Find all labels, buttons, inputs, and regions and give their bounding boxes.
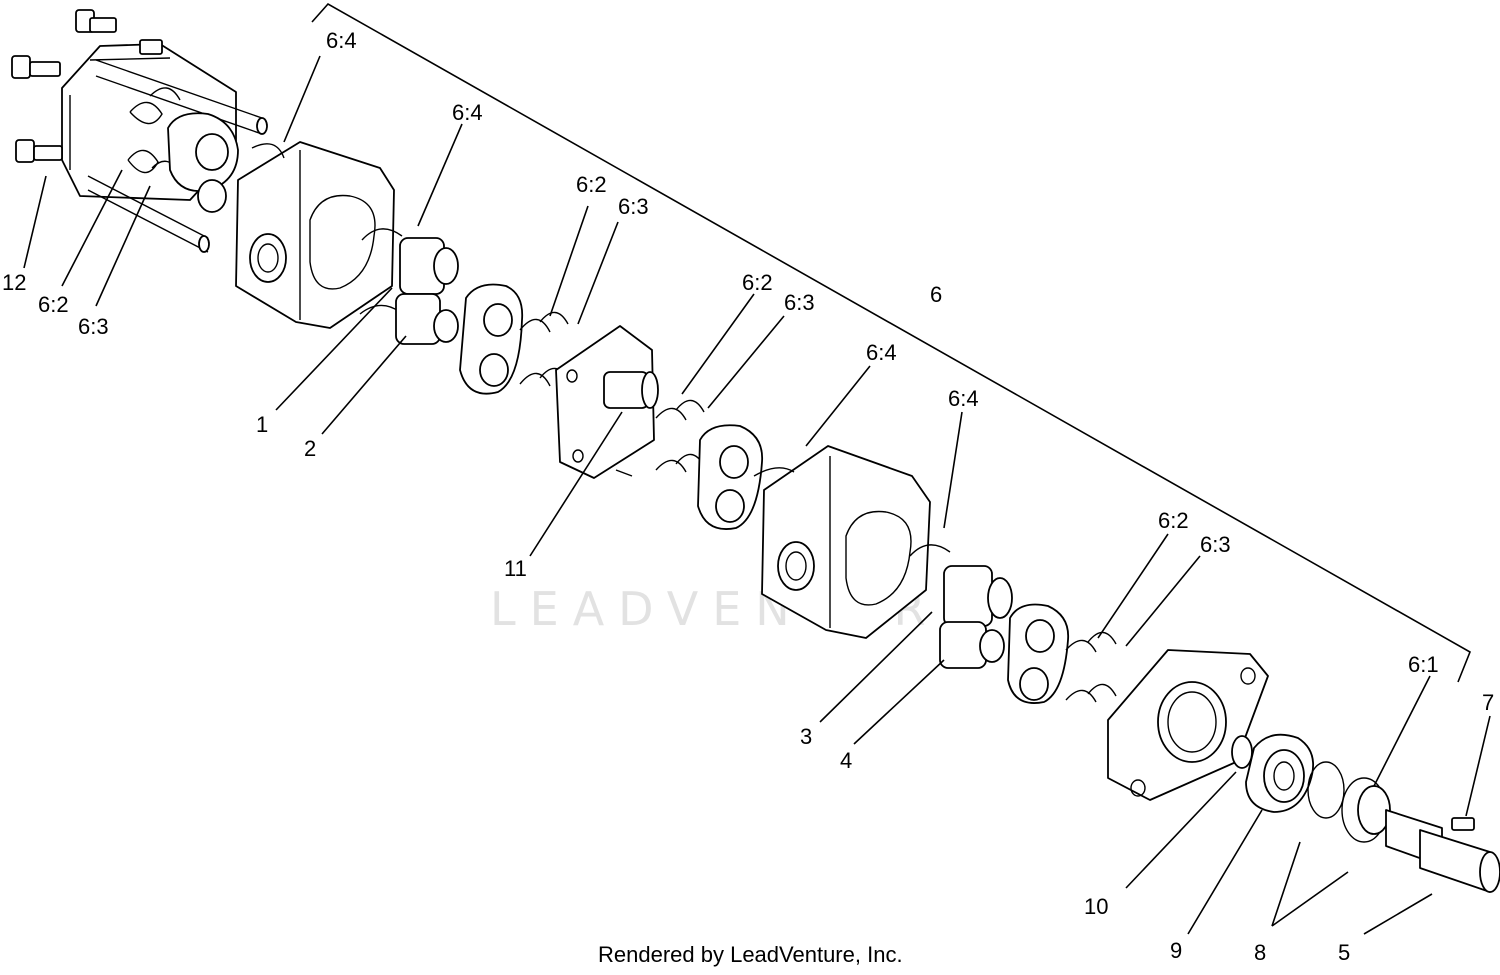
label-6-3: 6:3 — [618, 194, 649, 219]
label-6-4: 6:4 — [866, 340, 897, 365]
label-6-4: 6:4 — [452, 100, 483, 125]
label-6-3: 6:3 — [78, 314, 109, 339]
label-6-2: 6:2 — [742, 270, 773, 295]
label-6-2: 6:2 — [38, 292, 69, 317]
label-1: 1 — [256, 412, 268, 437]
label-10: 10 — [1084, 894, 1108, 919]
rear-gear-pair — [359, 228, 459, 345]
label-6-3: 6:3 — [784, 290, 815, 315]
label-5: 5 — [1338, 940, 1350, 965]
label-6-2: 6:2 — [576, 172, 607, 197]
render-credit: Rendered by LeadVenture, Inc. — [598, 942, 903, 967]
front-bearing-block — [1007, 603, 1117, 704]
label-7: 7 — [1482, 690, 1494, 715]
leader-lines — [23, 55, 1491, 935]
front-gear-pair — [909, 544, 1013, 669]
label-2: 2 — [304, 436, 316, 461]
label-6-3: 6:3 — [1200, 532, 1231, 557]
retaining-rings-8 — [1307, 761, 1391, 843]
rear-gear-housing — [235, 141, 395, 329]
part-labels: 12 6:2 6:3 6:4 6:4 1 2 6:2 6:3 11 6:2 6:… — [2, 28, 1494, 965]
label-6: 6 — [930, 282, 942, 307]
mid-bearing-block-front — [655, 399, 763, 530]
label-6-1: 6:1 — [1408, 652, 1439, 677]
label-6-4: 6:4 — [326, 28, 357, 53]
label-6-2: 6:2 — [1158, 508, 1189, 533]
center-plate — [555, 325, 659, 479]
label-8: 8 — [1254, 940, 1266, 965]
mid-bearing-block-rear — [459, 283, 569, 395]
front-gear-housing — [753, 445, 931, 639]
rear-seal-set — [127, 87, 239, 213]
drive-shaft — [1385, 809, 1500, 893]
mounting-flange — [1107, 649, 1269, 801]
label-9: 9 — [1170, 938, 1182, 963]
label-4: 4 — [840, 748, 852, 773]
shaft-key — [1451, 817, 1475, 831]
assembly-bracket-6 — [311, 2, 1472, 683]
label-3: 3 — [800, 724, 812, 749]
bearing-9 — [1245, 733, 1314, 813]
label-6-4: 6:4 — [948, 386, 979, 411]
label-12: 12 — [2, 270, 26, 295]
label-11: 11 — [504, 556, 527, 581]
o-ring-10 — [1231, 735, 1253, 769]
